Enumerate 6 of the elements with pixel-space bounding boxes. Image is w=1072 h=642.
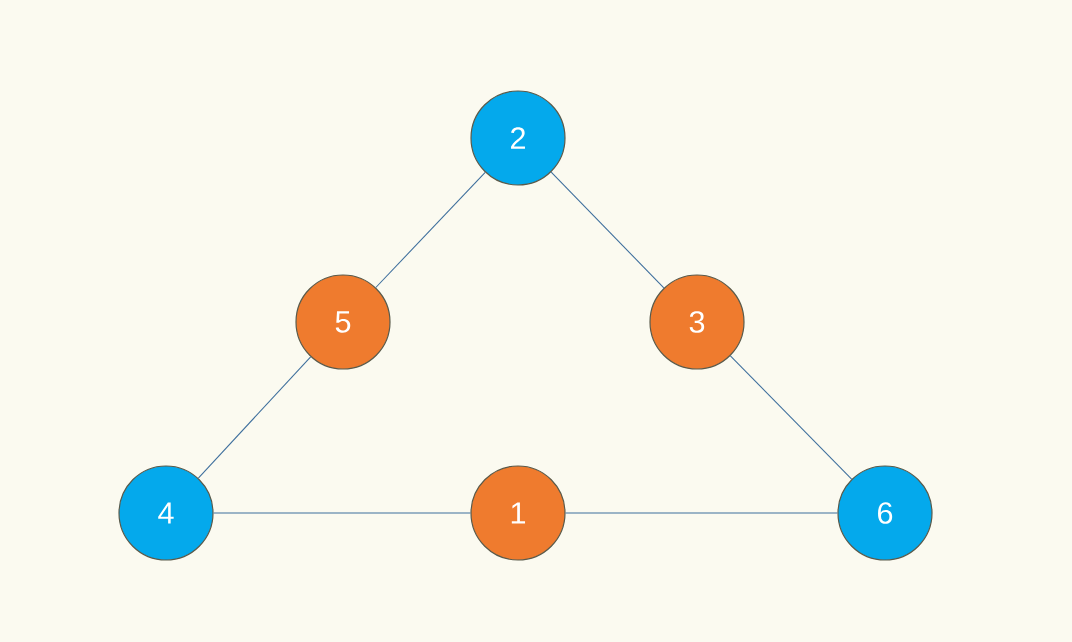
connector-line bbox=[729, 355, 853, 480]
connector-line bbox=[565, 512, 838, 514]
connector-line bbox=[375, 171, 486, 289]
connector-line bbox=[550, 171, 665, 289]
connector-line bbox=[197, 356, 312, 479]
connector-line bbox=[213, 512, 471, 514]
